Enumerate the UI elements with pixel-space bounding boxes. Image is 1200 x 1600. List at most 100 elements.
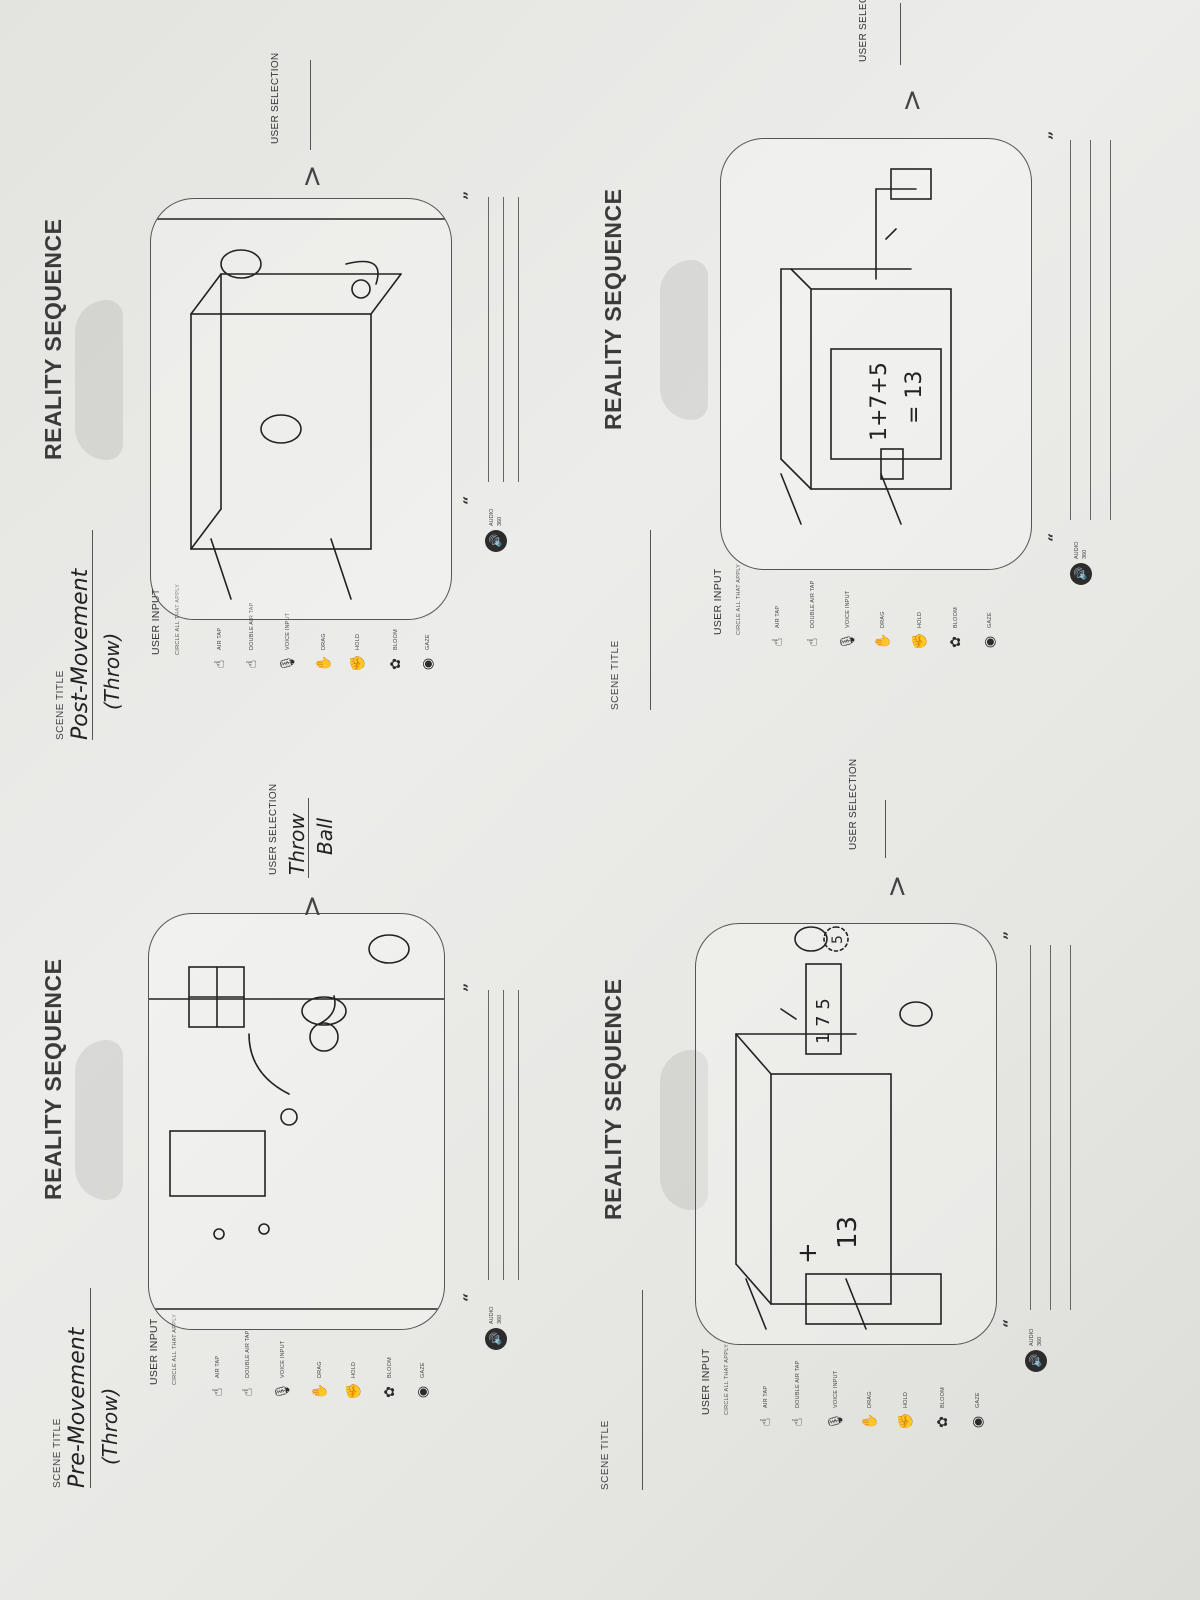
input-gaze[interactable]: ◉GAZE <box>982 612 998 650</box>
input-label: HOLD <box>903 1391 909 1408</box>
reality-sequence-title: REALITY SEQUENCE <box>600 188 626 430</box>
user-selection-line <box>885 800 886 858</box>
user-selection-sub: Ball <box>313 817 337 855</box>
speaker-icon: 🔊 <box>485 530 507 552</box>
sketch-frame: 1+7+5 = 13 <box>720 138 1032 570</box>
scene-title-label: SCENE TITLE <box>600 1420 611 1490</box>
input-hold[interactable]: ✊HOLD <box>898 1392 914 1430</box>
close-quote: ” <box>460 982 479 992</box>
input-hold[interactable]: ✊HOLD <box>350 634 366 672</box>
double-air-tap-icon: ☝ <box>244 659 260 669</box>
sketch-frame <box>150 198 452 620</box>
input-label: BLOOM <box>387 1357 393 1378</box>
input-label: HOLD <box>917 611 923 628</box>
gaze-icon: ◉ <box>970 1415 986 1429</box>
input-gaze[interactable]: ◉GAZE <box>970 1392 986 1430</box>
input-bloom[interactable]: ✿BLOOM <box>388 629 404 672</box>
input-label: DRAG <box>880 611 886 628</box>
input-label: DOUBLE AIR TAP <box>810 580 816 628</box>
next-arrow: > <box>295 164 328 188</box>
scene-title-value: Pre-Movement <box>65 1327 90 1488</box>
next-arrow: > <box>880 874 913 898</box>
input-bloom[interactable]: ✿BLOOM <box>935 1387 951 1430</box>
input-bloom[interactable]: ✿BLOOM <box>382 1357 398 1400</box>
sketch-digits-label: 1 7 5 <box>813 998 834 1044</box>
input-drag[interactable]: ✋DRAG <box>316 633 332 672</box>
input-label: DOUBLE AIR TAP <box>245 1330 251 1378</box>
voice-input-icon: 🎙 <box>275 1382 291 1400</box>
input-label: BLOOM <box>393 629 399 650</box>
input-double-air-tap[interactable]: ☝DOUBLE AIR TAP <box>240 1330 256 1400</box>
scene-title-value: Post-Movement <box>68 568 93 740</box>
scene-title-label: SCENE TITLE <box>610 640 621 710</box>
scene-title-label: SCENE TITLE <box>52 1418 63 1488</box>
reality-sequence-title: REALITY SEQUENCE <box>40 218 66 460</box>
close-quote: ” <box>1000 930 1019 940</box>
input-hold[interactable]: ✊HOLD <box>912 612 928 650</box>
gaze-icon: ◉ <box>415 1385 431 1399</box>
input-voice[interactable]: 🎙VOICE INPUT <box>828 1371 844 1430</box>
open-quote: “ <box>1045 532 1064 542</box>
hold-icon: ✊ <box>346 1382 362 1400</box>
input-drag[interactable]: ✋DRAG <box>312 1361 328 1400</box>
input-label: AIR TAP <box>215 1355 221 1378</box>
input-hold[interactable]: ✊HOLD <box>346 1362 362 1400</box>
voice-input-icon: 🎙 <box>840 632 856 650</box>
note-line <box>1050 945 1051 1310</box>
speaker-icon: 🔊 <box>1070 563 1092 585</box>
input-air-tap[interactable]: ☝AIR TAP <box>770 606 786 650</box>
input-label: VOICE INPUT <box>280 1340 286 1378</box>
scene-title-line <box>92 530 93 740</box>
input-double-air-tap[interactable]: ☝DOUBLE AIR TAP <box>790 1360 806 1430</box>
panel-pre-movement: REALITY SEQUENCE SCENE TITLE Pre-Movemen… <box>0 784 600 1600</box>
panel-sum-result: REALITY SEQUENCE SCENE TITLE USER INPUT … <box>600 0 1200 800</box>
note-line <box>1090 140 1091 520</box>
scene-title-sub: (Throw) <box>100 632 124 710</box>
user-selection-label: USER SELECT <box>858 0 869 62</box>
close-quote: ” <box>1045 130 1064 140</box>
input-label: BLOOM <box>953 607 959 628</box>
user-selection-value: Throw <box>285 813 309 875</box>
note-line <box>1110 140 1111 520</box>
scene-title-line <box>90 1288 91 1488</box>
user-selection-line <box>308 798 309 878</box>
input-air-tap[interactable]: ☝AIR TAP <box>212 628 228 672</box>
sketch-frame: + 13 1 7 5 5 <box>695 923 997 1345</box>
sketch-sum-result: 1+7+5 = 13 <box>780 168 952 525</box>
user-selection-label: USER SELECTION <box>270 52 281 144</box>
input-drag[interactable]: ✋DRAG <box>875 611 891 650</box>
sketch-sum-build: + 13 1 7 5 5 <box>735 926 942 1330</box>
input-label: DOUBLE AIR TAP <box>795 1360 801 1408</box>
input-air-tap[interactable]: ☝AIR TAP <box>210 1356 226 1400</box>
input-label: AIR TAP <box>217 627 223 650</box>
reality-sequence-title: REALITY SEQUENCE <box>40 958 66 1200</box>
bloom-icon: ✿ <box>948 636 964 648</box>
drag-icon: ✋ <box>316 654 332 672</box>
input-voice[interactable]: 🎙 VOICE INPUT <box>275 1341 291 1400</box>
input-voice[interactable]: 🎙VOICE INPUT <box>840 591 856 650</box>
input-gaze[interactable]: ◉GAZE <box>415 1362 431 1400</box>
input-bloom[interactable]: ✿ BLOOM <box>948 607 964 650</box>
input-gaze[interactable]: ◉GAZE <box>420 634 436 672</box>
user-input-subtitle: CIRCLE ALL THAT APPLY <box>724 1343 730 1415</box>
note-line <box>518 990 519 1280</box>
input-label: HOLD <box>355 633 361 650</box>
input-air-tap[interactable]: ☝AIR TAP <box>758 1386 774 1430</box>
input-double-air-tap[interactable]: ☝DOUBLE AIR TAP <box>805 580 821 650</box>
input-label: DRAG <box>317 1361 323 1378</box>
user-selection-line <box>310 60 311 150</box>
headset-watermark <box>660 260 708 420</box>
note-line <box>1070 140 1071 520</box>
close-quote: ” <box>460 190 479 200</box>
sketch-plus-label: + <box>793 1242 823 1264</box>
input-voice[interactable]: 🎙VOICE INPUT <box>280 613 296 672</box>
gaze-icon: ◉ <box>420 657 436 671</box>
air-tap-icon: ☝ <box>770 637 786 647</box>
note-line <box>1030 945 1031 1310</box>
note-line <box>518 197 519 482</box>
input-drag[interactable]: ✋DRAG <box>862 1391 878 1430</box>
